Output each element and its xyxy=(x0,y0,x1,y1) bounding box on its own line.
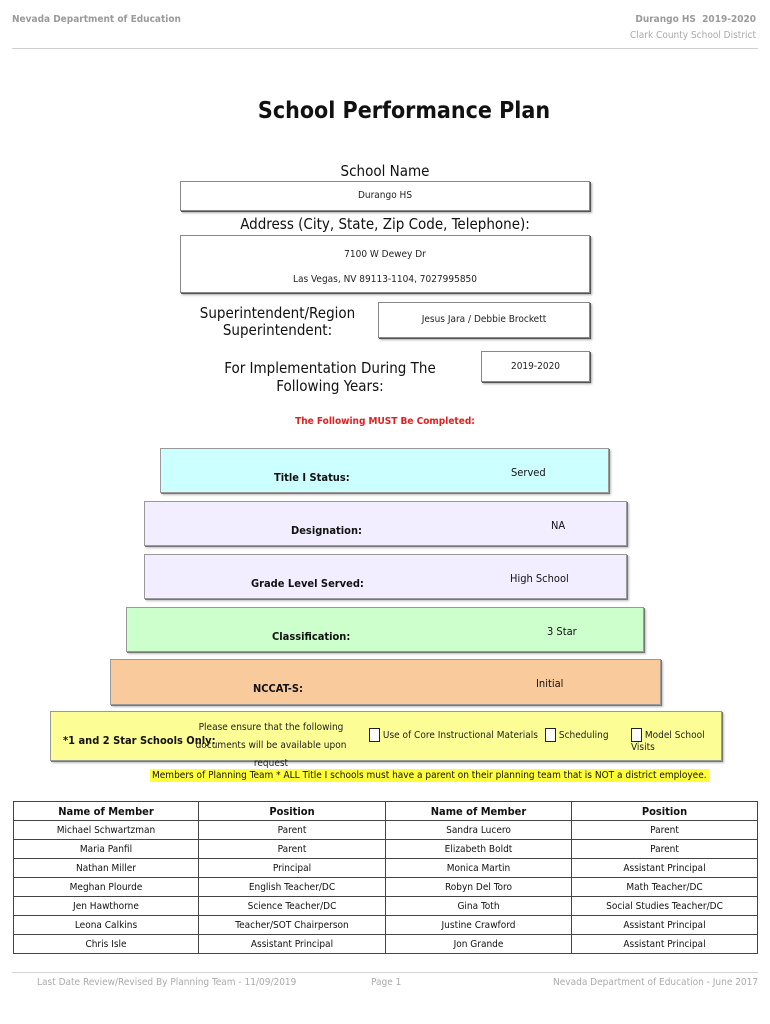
star-schools-instruction: Please ensure that the following documen… xyxy=(191,719,351,773)
option-core-materials[interactable]: Use of Core Instructional Materials xyxy=(369,728,538,742)
member-name: Nathan Miller xyxy=(13,858,199,878)
col-header-name-2: Name of Member xyxy=(385,801,572,821)
title1-status-label: Title I Status: xyxy=(274,471,350,484)
grade-level-band[interactable]: Grade Level Served: High School xyxy=(144,554,627,599)
checkbox-scheduling[interactable] xyxy=(545,728,556,742)
member-position: Parent xyxy=(571,839,758,859)
footer-review-date: Last Date Review/Revised By Planning Tea… xyxy=(37,977,297,988)
required-note: The Following MUST Be Completed: xyxy=(295,416,475,427)
superintendent-label-line2: Superintendent: xyxy=(222,321,333,339)
member-position: Assistant Principal xyxy=(198,934,386,954)
years-label: For Implementation During The Following … xyxy=(224,359,436,395)
address-line-2: Las Vegas, NV 89113-1104, 7027995850 xyxy=(292,274,478,285)
title1-status-value: Served xyxy=(511,466,546,479)
header-school-year: Durango HS 2019-2020 xyxy=(635,14,756,25)
designation-label: Designation: xyxy=(291,524,362,537)
nccat-value: Initial xyxy=(536,677,564,690)
years-value: 2019-2020 xyxy=(510,361,561,372)
header-divider xyxy=(12,48,758,49)
table-row: Leona Calkins Teacher/SOT Chairperson Ju… xyxy=(13,915,758,935)
member-name: Robyn Del Toro xyxy=(385,877,572,897)
designation-value: NA xyxy=(551,519,566,532)
table-row: Meghan Plourde English Teacher/DC Robyn … xyxy=(13,877,758,897)
checkbox-model-school[interactable] xyxy=(631,728,642,742)
member-position: Math Teacher/DC xyxy=(571,877,758,897)
superintendent-label: Superintendent/Region Superintendent: xyxy=(190,305,365,339)
member-position: Social Studies Teacher/DC xyxy=(571,896,758,916)
years-field[interactable]: 2019-2020 xyxy=(481,351,590,382)
member-name: Sandra Lucero xyxy=(385,820,572,840)
grade-level-value: High School xyxy=(510,572,569,585)
classification-band[interactable]: Classification: 3 Star xyxy=(126,607,644,652)
member-name: Gina Toth xyxy=(385,896,572,916)
page-title: School Performance Plan xyxy=(257,98,551,124)
header-district: Clark County School District xyxy=(630,30,756,41)
planning-team-table: Name of Member Position Name of Member P… xyxy=(13,801,758,954)
member-position: Science Teacher/DC xyxy=(198,896,386,916)
designation-band[interactable]: Designation: NA xyxy=(144,501,627,546)
superintendent-label-line1: Superintendent/Region xyxy=(199,304,356,322)
nccat-band[interactable]: NCCAT-S: Initial xyxy=(110,659,661,705)
option-core-materials-label: Use of Core Instructional Materials xyxy=(382,730,538,741)
option-scheduling-label: Scheduling xyxy=(558,730,609,741)
member-position: Principal xyxy=(198,858,386,878)
member-name: Jon Grande xyxy=(385,934,572,954)
member-name: Jen Hawthorne xyxy=(13,896,199,916)
school-name-label: School Name xyxy=(340,162,430,180)
col-header-position-2: Position xyxy=(571,801,758,821)
address-label: Address (City, State, Zip Code, Telephon… xyxy=(240,215,530,233)
member-position: Teacher/SOT Chairperson xyxy=(198,915,386,935)
footer-page-number: Page 1 xyxy=(371,977,402,988)
member-name: Meghan Plourde xyxy=(13,877,199,897)
grade-level-label: Grade Level Served: xyxy=(251,577,364,590)
nccat-label: NCCAT-S: xyxy=(253,682,303,695)
table-row: Jen Hawthorne Science Teacher/DC Gina To… xyxy=(13,896,758,916)
checkbox-core-materials[interactable] xyxy=(369,728,380,742)
table-row: Nathan Miller Principal Monica Martin As… xyxy=(13,858,758,878)
member-position: Assistant Principal xyxy=(571,934,758,954)
star-schools-label: *1 and 2 Star Schools Only: xyxy=(63,734,216,747)
member-position: Parent xyxy=(198,839,386,859)
address-field[interactable]: 7100 W Dewey Dr Las Vegas, NV 89113-1104… xyxy=(180,235,590,293)
header-year: 2019-2020 xyxy=(702,14,756,25)
col-header-name-1: Name of Member xyxy=(13,801,199,821)
footer-divider xyxy=(12,972,758,973)
classification-label: Classification: xyxy=(272,630,351,643)
member-name: Leona Calkins xyxy=(13,915,199,935)
superintendent-value: Jesus Jara / Debbie Brockett xyxy=(421,314,547,325)
member-name: Justine Crawford xyxy=(385,915,572,935)
school-name-value: Durango HS xyxy=(357,190,413,201)
table-row: Maria Panfil Parent Elizabeth Boldt Pare… xyxy=(13,839,758,859)
planning-team-note: Members of Planning Team * ALL Title I s… xyxy=(150,769,709,782)
member-position: Parent xyxy=(198,820,386,840)
member-name: Michael Schwartzman xyxy=(13,820,199,840)
member-name: Monica Martin xyxy=(385,858,572,878)
instruction-line-1: Please ensure that the following xyxy=(198,722,344,733)
member-name: Chris Isle xyxy=(13,934,199,954)
table-header-row: Name of Member Position Name of Member P… xyxy=(13,801,758,821)
table-row: Chris Isle Assistant Principal Jon Grand… xyxy=(13,934,758,954)
title1-status-band[interactable]: Title I Status: Served xyxy=(160,448,609,493)
member-position: Assistant Principal xyxy=(571,858,758,878)
member-name: Maria Panfil xyxy=(13,839,199,859)
classification-value: 3 Star xyxy=(547,625,577,638)
option-scheduling[interactable]: Scheduling xyxy=(545,728,609,742)
member-position: English Teacher/DC xyxy=(198,877,386,897)
address-line-1: 7100 W Dewey Dr xyxy=(344,249,426,260)
member-position: Parent xyxy=(571,820,758,840)
col-header-position-1: Position xyxy=(198,801,386,821)
footer-department: Nevada Department of Education - June 20… xyxy=(553,977,759,988)
member-position: Assistant Principal xyxy=(571,915,758,935)
header-school: Durango HS xyxy=(635,14,696,25)
instruction-line-2: documents will be available upon request xyxy=(195,740,347,769)
option-model-school-label: Model School Visits xyxy=(631,730,705,753)
header-agency: Nevada Department of Education xyxy=(12,14,181,25)
option-model-school[interactable]: Model School Visits xyxy=(631,728,721,753)
member-name: Elizabeth Boldt xyxy=(385,839,572,859)
star-schools-panel: *1 and 2 Star Schools Only: Please ensur… xyxy=(50,711,722,769)
superintendent-field[interactable]: Jesus Jara / Debbie Brockett xyxy=(378,302,590,338)
school-name-field[interactable]: Durango HS xyxy=(180,181,590,211)
table-row: Michael Schwartzman Parent Sandra Lucero… xyxy=(13,820,758,840)
